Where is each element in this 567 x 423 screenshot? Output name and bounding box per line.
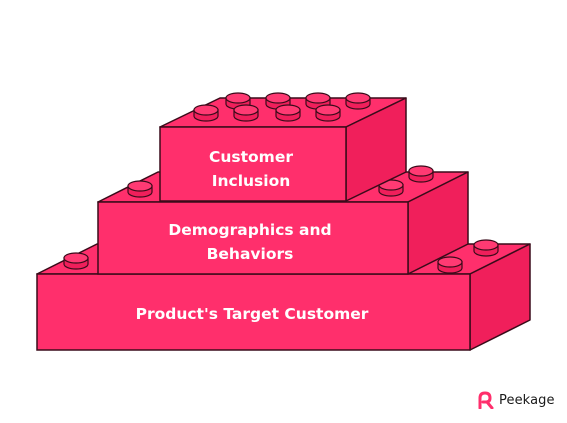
brand-logo: Peekage [478, 390, 555, 410]
stud-top-7-top [275, 104, 301, 116]
block-top-front-face [159, 126, 347, 202]
stud-middle-1-top [127, 180, 153, 192]
block-bottom-label: Product's Target Customer [136, 305, 369, 323]
stud-top-3-top [305, 92, 331, 104]
stud-top-2-top [265, 92, 291, 104]
stud-top-8-top [315, 104, 341, 116]
stud-bottom-3-top [473, 239, 499, 251]
brand-name: Peekage [499, 392, 555, 408]
peekage-logo-icon [478, 391, 494, 409]
block-top-label-line-2: Inclusion [212, 172, 291, 190]
block-middle-label-line-2: Behaviors [207, 245, 294, 263]
stud-top-1-top [225, 92, 251, 104]
block-bottom-front-face [36, 273, 471, 351]
stud-top-5-top [193, 104, 219, 116]
stud-bottom-1-top [63, 252, 89, 264]
block-middle-front-face [97, 201, 409, 275]
block-middle-label-line-1: Demographics and [168, 221, 331, 239]
stud-top-6-top [233, 104, 259, 116]
block-top-label-line-1: Customer [209, 148, 293, 166]
stud-top-4-top [345, 92, 371, 104]
stud-bottom-2-top [437, 256, 463, 268]
stud-middle-3-top [408, 165, 434, 177]
